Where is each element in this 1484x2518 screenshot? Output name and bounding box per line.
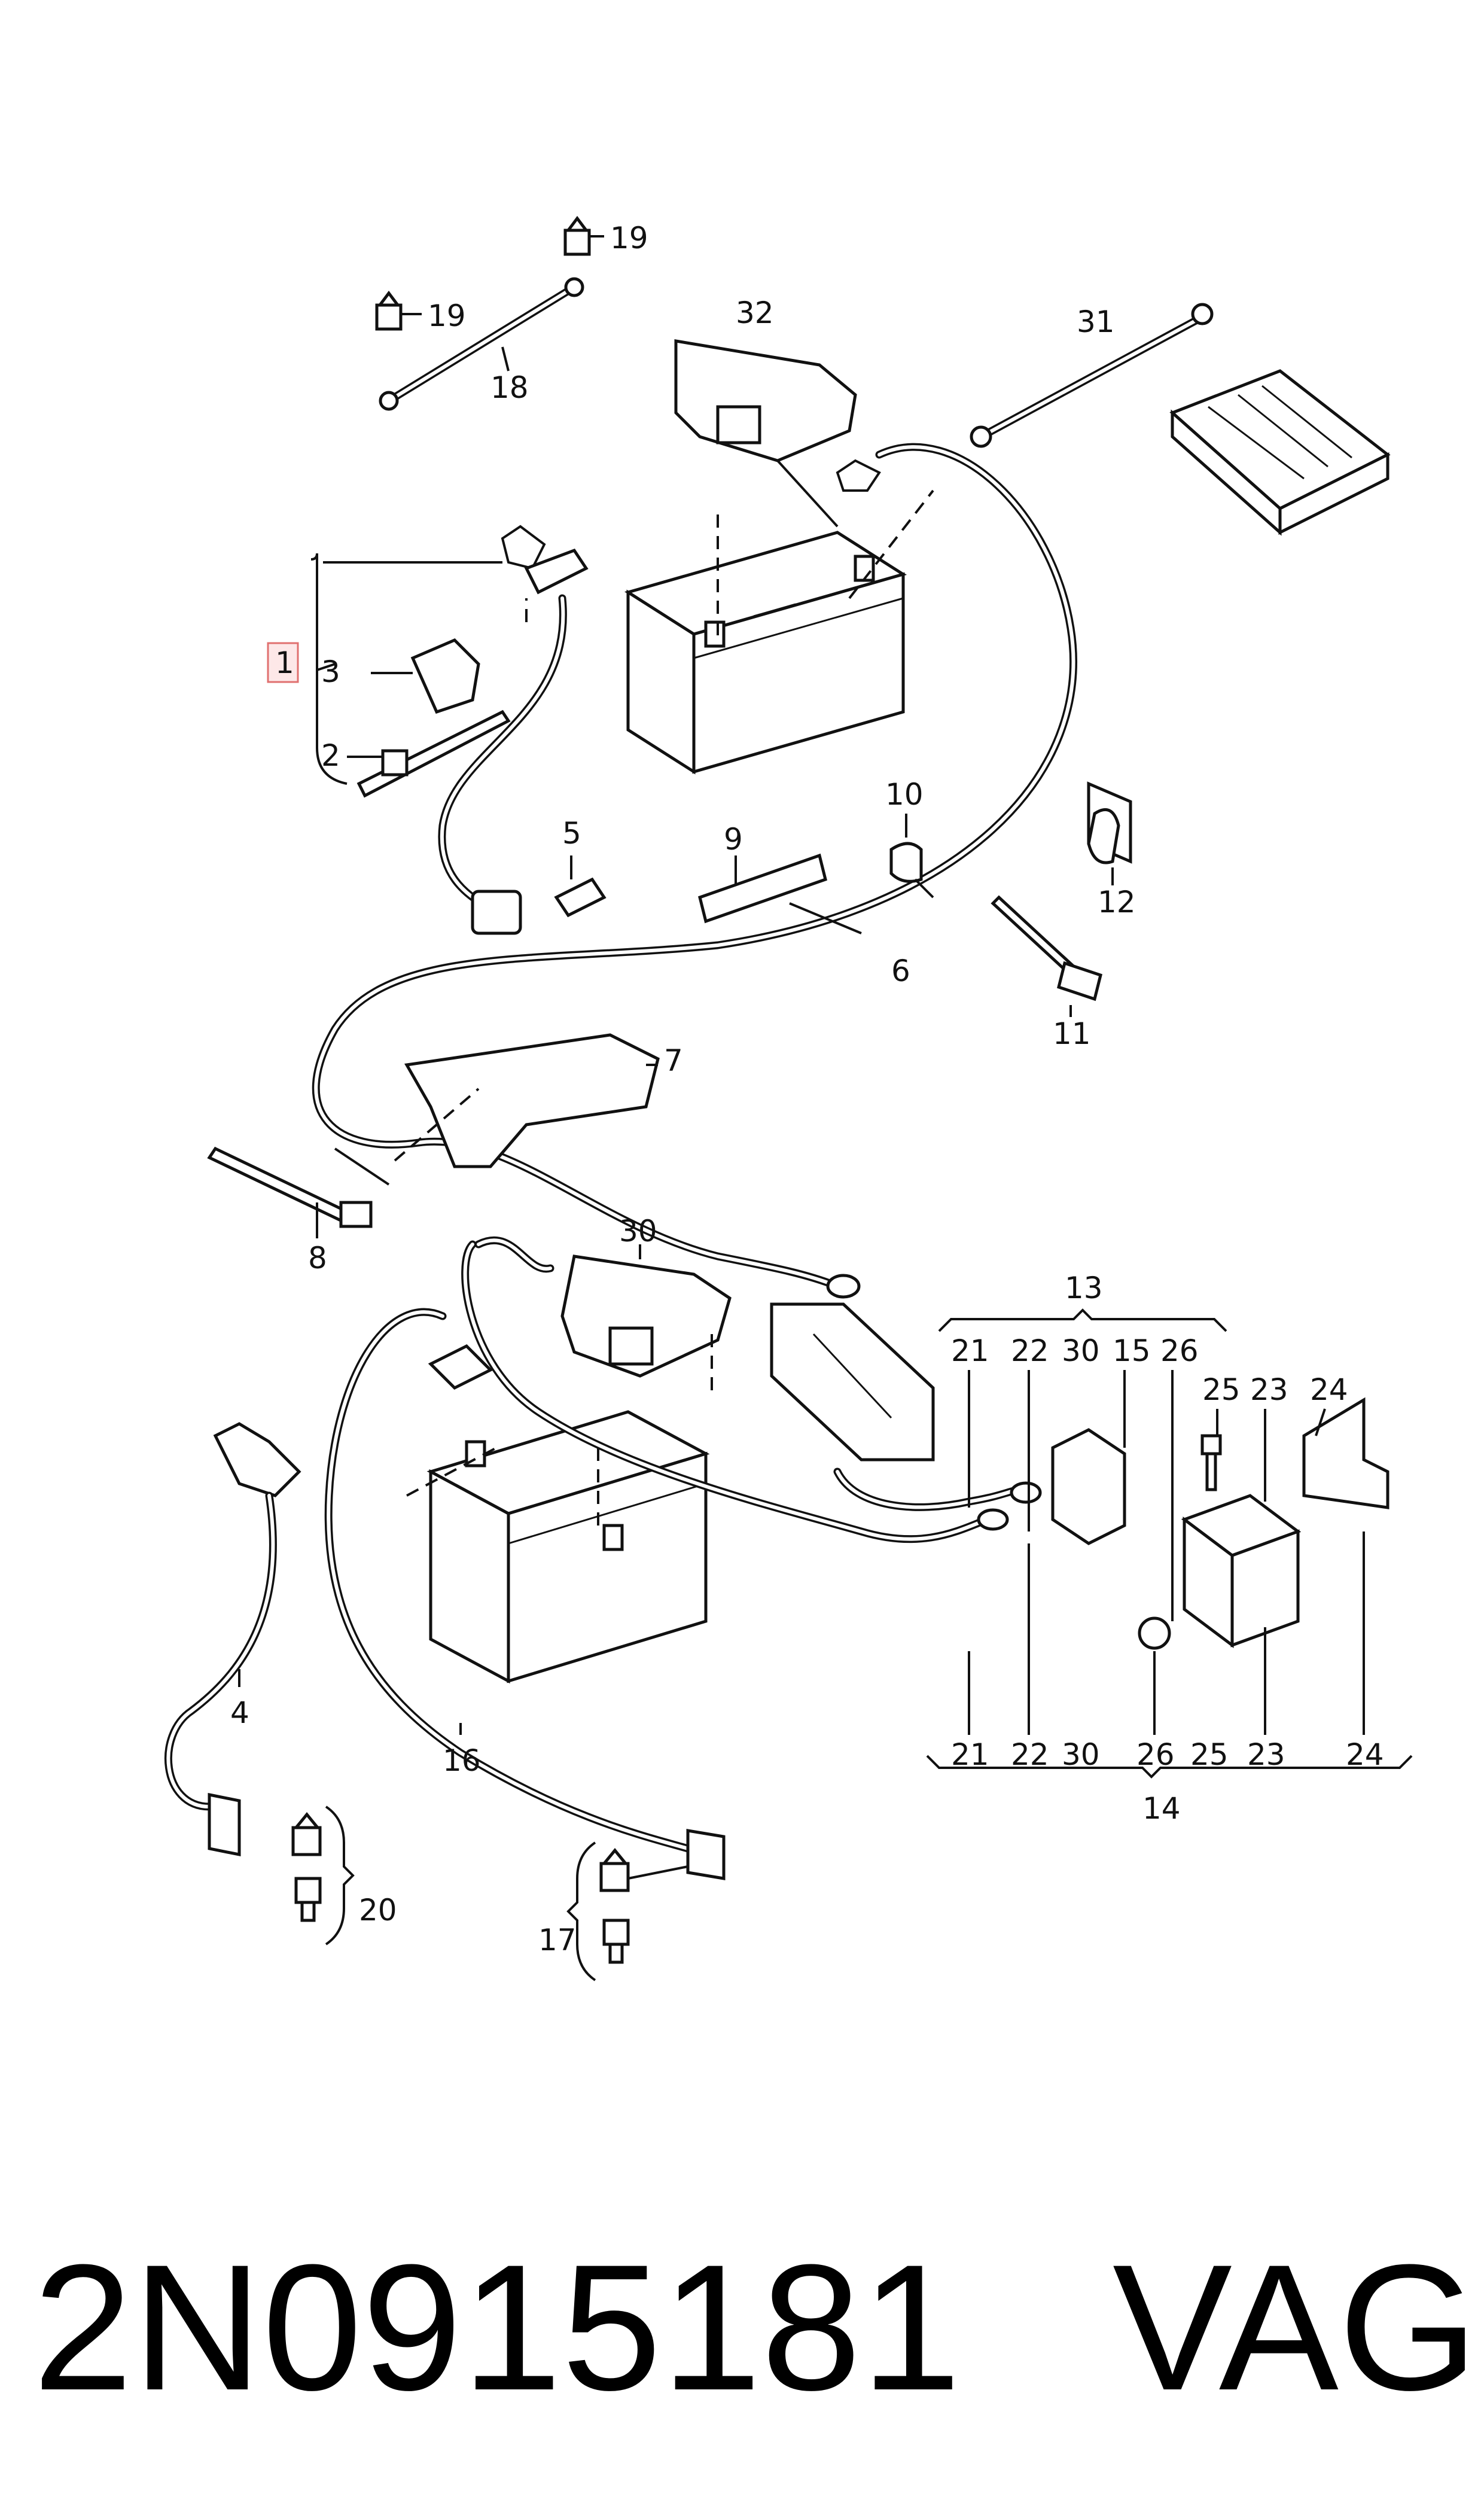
callout-20[interactable]: 20 xyxy=(359,1893,397,1928)
callout-13[interactable]: 13 xyxy=(1065,1271,1103,1305)
lower-battery xyxy=(426,1410,710,1684)
nut-19a xyxy=(375,290,403,331)
callout-19a[interactable]: 19 xyxy=(428,299,466,333)
part-number: 2N0915181 xyxy=(33,2227,961,2428)
group14-item-25[interactable]: 25 xyxy=(1190,1737,1229,1772)
right-item-23[interactable]: 23 xyxy=(1250,1372,1288,1407)
callout-4[interactable]: 4 xyxy=(230,1695,249,1730)
battery-cover-32 xyxy=(674,339,857,528)
callout-1[interactable]: 1 xyxy=(275,646,294,680)
callout-8[interactable]: 8 xyxy=(308,1241,327,1275)
right-item-24[interactable]: 24 xyxy=(1310,1372,1348,1407)
footer-caption: 2N0915181 VAG xyxy=(0,2213,1484,2441)
callout-32[interactable]: 32 xyxy=(736,296,774,330)
group13-item-15[interactable]: 15 xyxy=(1113,1333,1151,1368)
group13-item-30[interactable]: 30 xyxy=(1062,1333,1100,1368)
group14-item-22[interactable]: 22 xyxy=(1011,1737,1049,1772)
callout-6[interactable]: 6 xyxy=(891,954,910,988)
highlight-box-1 xyxy=(267,642,299,683)
callout-31[interactable]: 31 xyxy=(1077,305,1115,339)
callout-14[interactable]: 14 xyxy=(1142,1791,1181,1826)
callout-7[interactable]: 7 xyxy=(664,1043,683,1078)
callout-5[interactable]: 5 xyxy=(562,816,581,851)
callout-16[interactable]: 16 xyxy=(443,1743,481,1778)
group14-item-30[interactable]: 30 xyxy=(1062,1737,1100,1772)
group14-item-23[interactable]: 23 xyxy=(1247,1737,1285,1772)
fuse-box xyxy=(1169,369,1391,536)
callout-12[interactable]: 12 xyxy=(1098,885,1136,919)
upper-battery xyxy=(624,531,907,775)
callout-19b[interactable]: 19 xyxy=(610,221,648,255)
nut-19b xyxy=(563,215,591,256)
group14-item-21[interactable]: 21 xyxy=(951,1737,989,1772)
group13-item-26[interactable]: 26 xyxy=(1160,1333,1199,1368)
group13-item-22[interactable]: 22 xyxy=(1011,1333,1049,1368)
callout-11[interactable]: 11 xyxy=(1053,1016,1091,1051)
brand-name: VAG xyxy=(1113,2227,1479,2428)
relay-23 xyxy=(1181,1494,1302,1648)
callout-18[interactable]: 18 xyxy=(490,370,529,405)
group14-item-26[interactable]: 26 xyxy=(1136,1737,1175,1772)
control-module xyxy=(770,1302,935,1462)
callout-9[interactable]: 9 xyxy=(724,822,743,857)
callout-17[interactable]: 17 xyxy=(538,1923,577,1957)
callout-3[interactable]: 3 xyxy=(321,654,340,689)
group13-item-21[interactable]: 21 xyxy=(951,1333,989,1368)
callout-2[interactable]: 2 xyxy=(321,738,340,773)
group14-item-24[interactable]: 24 xyxy=(1346,1737,1384,1772)
callout-30[interactable]: 30 xyxy=(619,1214,657,1249)
callout-10[interactable]: 10 xyxy=(885,777,924,812)
battery-cover-30 xyxy=(560,1255,732,1378)
right-item-25[interactable]: 25 xyxy=(1202,1372,1241,1407)
